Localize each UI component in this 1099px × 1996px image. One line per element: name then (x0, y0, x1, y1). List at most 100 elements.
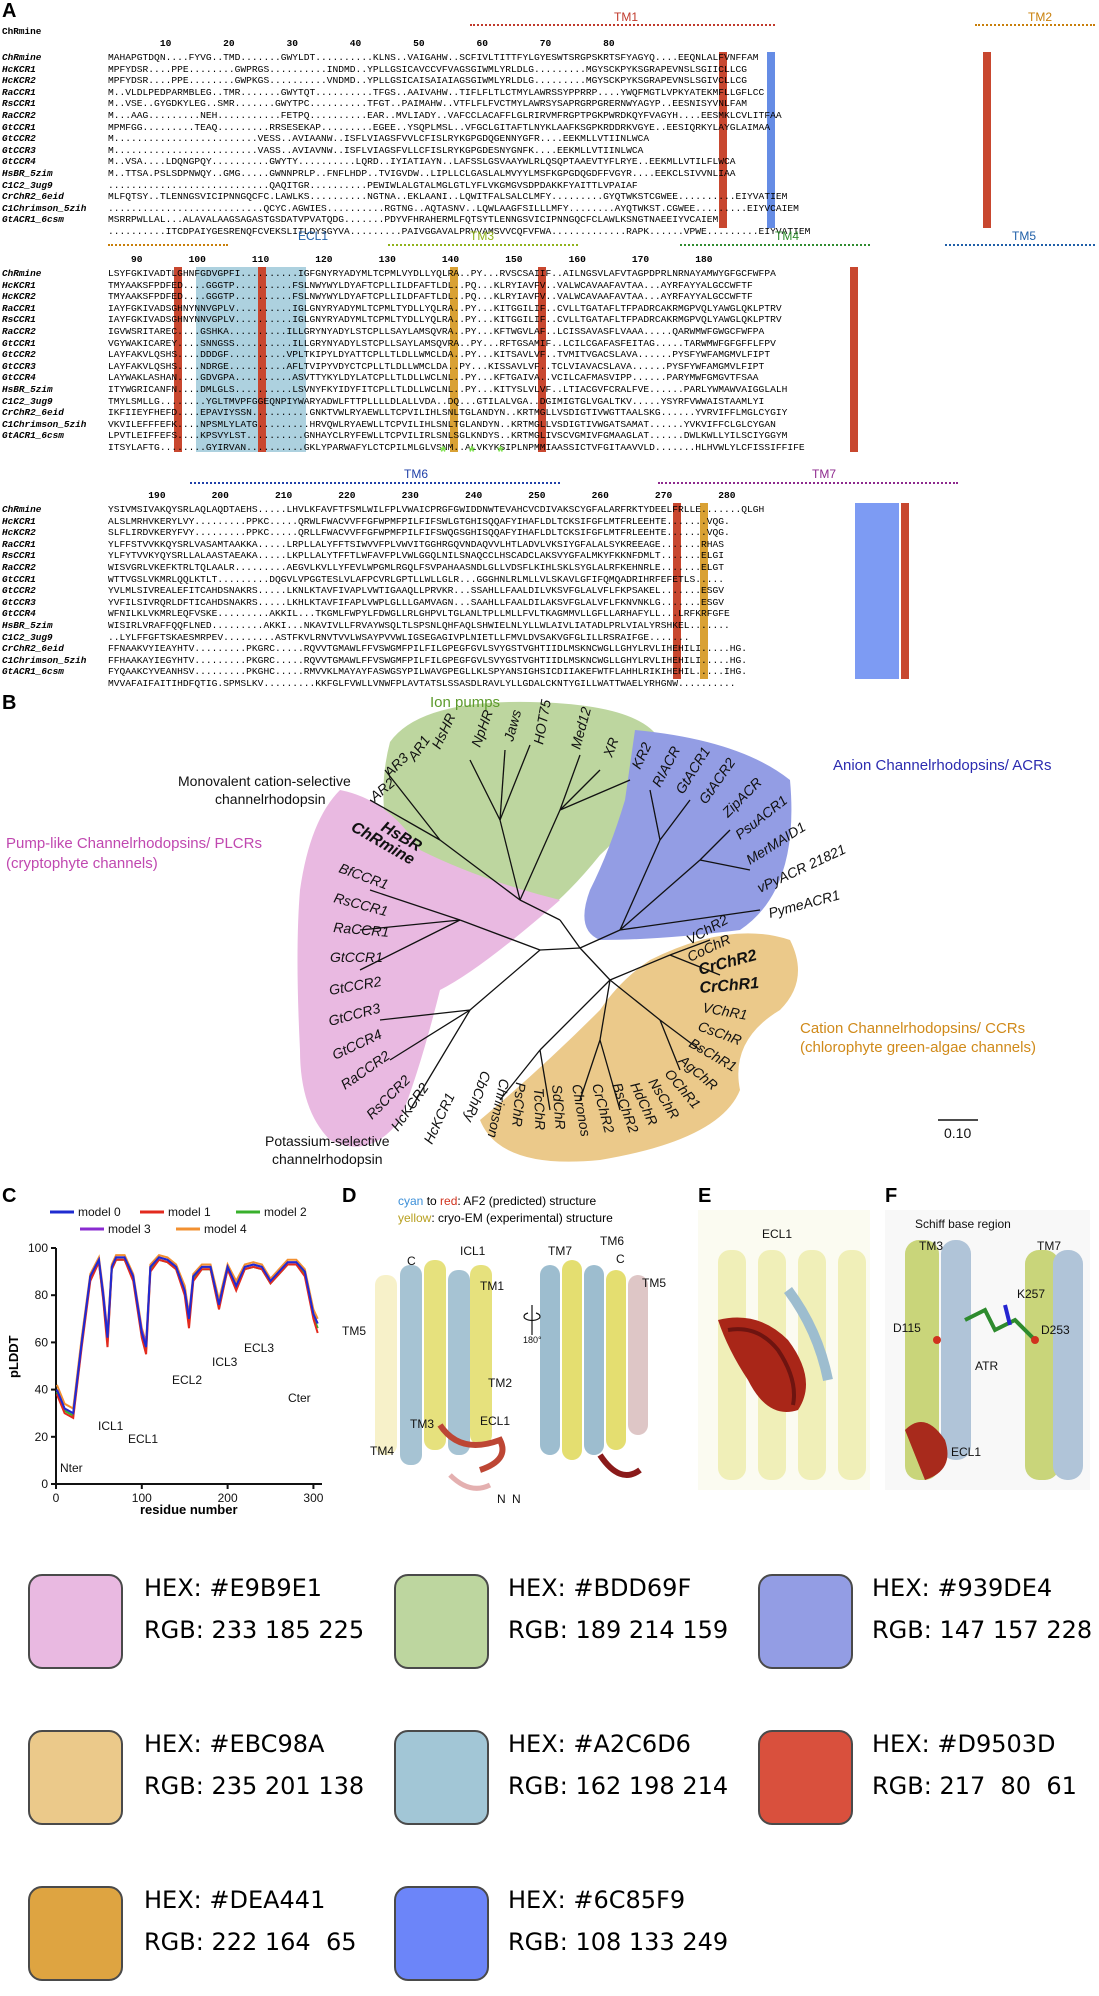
seq-row: M..VSA....LDQNGPQY..........GWYTY.......… (108, 156, 736, 168)
seq-row: TMYAAKSFPDFED....GGGTP..........FSLNWYWY… (108, 291, 753, 303)
seq-row: MLFQTSY..TLENNGSVICIPNNGQCFC.LAWLKS.....… (108, 191, 788, 203)
swatch-7 (28, 1886, 123, 1981)
seq-row: ITYWGRICANFN....DMLGLS..........LSVNYFKY… (108, 383, 788, 395)
hex-value: HEX: #939DE4 (872, 1574, 1053, 1602)
seq-name: GtCCR3 (2, 144, 36, 156)
leaf-label: HOT75 (530, 698, 554, 745)
annotation-monovalent-2: channelrhodopsin (215, 791, 326, 807)
ruler: 90 100 110 120 130 140 150 160 170 180 (108, 254, 713, 265)
panel-label-f: F (885, 1185, 898, 1207)
legend-cryoem: : cryo-EM (experimental) structure (431, 1211, 613, 1225)
seq-row: YSIVMSIVAKQYSRLAQLAQDTAEHS.....LHVLKFAVF… (108, 504, 765, 515)
label-rotate: 180° (523, 1335, 542, 1345)
x-tick-label: 0 (53, 1491, 60, 1505)
leaf-label: RaCCR1 (333, 919, 390, 940)
panel-label-a: A (2, 0, 17, 22)
tm-label: TM7 (812, 467, 836, 481)
label-tm7: TM7 (548, 1244, 572, 1258)
annotation: ECL1 (128, 1432, 158, 1446)
group-label-acrs: Anion Channelrhodopsins/ ACRs (833, 757, 1051, 774)
seq-name: HcKCR2 (2, 527, 36, 539)
x-tick-label: 200 (218, 1491, 238, 1505)
leaf-label: GtCCR1 (330, 949, 383, 965)
seq-name: HsBR_5zim (2, 167, 53, 179)
seq-name: C1C2_3ug9 (2, 179, 53, 191)
legend-label: model 0 (78, 1205, 121, 1219)
label-n-right: N (512, 1492, 521, 1506)
seq-name: C1C2_3ug9 (2, 631, 53, 643)
seq-row: VKVILEFFFEFK....NPSMLYLATG.........HRVQW… (108, 418, 776, 430)
seq-row: M.........................VESS..AVIAANW.… (108, 133, 650, 145)
seq-name: GtCCR1 (2, 337, 36, 349)
seq-row: WISIRLVRAFFQQFLNED.........AKKI...NKAVIV… (108, 619, 730, 631)
legend-label: model 3 (108, 1222, 151, 1236)
seq-name: RaCCR1 (2, 86, 36, 98)
y-tick-label: 20 (35, 1430, 49, 1444)
x-axis-label: residue number (140, 1502, 238, 1517)
seq-name: C1C2_3ug9 (2, 395, 53, 407)
rgb-value: RGB: 147 157 228 (872, 1616, 1093, 1644)
seq-name: RaCCR1 (2, 302, 36, 314)
seq-name: GtACR1_6csm (2, 666, 64, 678)
secondary-structure-track (388, 244, 578, 246)
seq-name: HsBR_5zim (2, 619, 53, 631)
seq-row: IAYFGKIVADSGHNYNNVGPLV..........IGLGNYRY… (108, 302, 782, 314)
seq-name: GtCCR3 (2, 360, 36, 372)
seq-rows: YSIVMSIVAKQYSRLAQLAQDTAEHS.....LHVLKFAVF… (108, 504, 1098, 690)
tm-label: TM1 (614, 10, 638, 24)
secondary-structure-track (680, 244, 870, 246)
label-n-left: N (497, 1492, 506, 1506)
label-tm1: TM1 (480, 1279, 504, 1293)
seq-row: WTTVGSLVKMRLQQLKTLT.........DQGVLVPGGTES… (108, 573, 725, 585)
seq-name: RaCCR2 (2, 109, 36, 121)
annotation: ECL3 (244, 1341, 274, 1355)
rgb-value: RGB: 108 133 249 (508, 1928, 729, 1956)
rgb-value: RGB: 217 80 61 (872, 1772, 1077, 1800)
y-tick-label: 80 (35, 1288, 49, 1302)
seq-name: ChRmine (2, 268, 42, 279)
swatch-3 (758, 1574, 853, 1669)
legend-yellow: yellow (398, 1211, 432, 1225)
seq-name: GtCCR4 (2, 156, 36, 168)
secondary-structure-track (975, 24, 1095, 30)
series-line-model-0 (55, 1256, 319, 1415)
label-atr: ATR (975, 1359, 998, 1373)
hex-value: HEX: #A2C6D6 (508, 1730, 691, 1758)
annotation: Cter (288, 1391, 311, 1405)
seq-row: LAYWAKLASHAN....GDVGPA..........ASVTTYKY… (108, 372, 759, 384)
seq-name: RaCCR1 (2, 538, 36, 550)
label-icl1: ICL1 (460, 1244, 486, 1258)
annotation: ECL2 (172, 1373, 202, 1387)
seq-row: MVVAFAIFAITIHDFQTIG.SPMSLKV.........KKFG… (108, 677, 736, 689)
hex-value: HEX: #6C85F9 (508, 1886, 686, 1914)
ruler: 190 200 210 220 230 240 250 260 270 280 (108, 490, 736, 501)
seq-row: IGVWSRITAREC....GSHKA..........ILLGRYNYA… (108, 325, 765, 337)
ref-name: ChRmine (2, 26, 42, 37)
label-tm7: TM7 (1037, 1239, 1061, 1253)
secondary-structure-track (190, 482, 560, 484)
group-label-plcrs-1: Pump-like Channelrhodopsins/ PLCRs (6, 835, 262, 852)
label-tm4: TM4 (370, 1444, 394, 1458)
seq-row: TMYAAKSFPDFED....GGGTP..........FSLNWYWY… (108, 279, 753, 291)
seq-row: ..LYLFFGFTSKAESMRPEV.........ASTFKVLRNVT… (108, 631, 690, 643)
legend-label: model 1 (168, 1205, 211, 1219)
rgb-value: RGB: 233 185 225 (144, 1616, 365, 1644)
label-tm3: TM3 (919, 1239, 943, 1253)
seq-name: RaCCR2 (2, 325, 36, 337)
group-label-plcrs-2: (cryptophyte channels) (6, 855, 158, 872)
seq-row: MPMFGG.........TEAQ.........RRSESEKAP...… (108, 121, 771, 133)
seq-name: HcKCR1 (2, 279, 36, 291)
plddt-chart: model 0 model 1 model 2 model 3 model 4 … (6, 1205, 324, 1517)
rgb-value: RGB: 235 201 138 (144, 1772, 365, 1800)
seq-name: GtCCR3 (2, 596, 36, 608)
label-ecl1: ECL1 (762, 1227, 792, 1241)
seq-name: GtACR1_6csm (2, 430, 64, 442)
seq-row: LSYFGKIVADTLGHNFGDVGPFI..........IGFGNYR… (108, 268, 776, 279)
label-ecl1: ECL1 (951, 1445, 981, 1459)
leaf-label: SdChR (549, 1084, 569, 1130)
x-tick-label: 100 (132, 1491, 152, 1505)
label-tm6: TM6 (600, 1234, 624, 1248)
seq-name: C1Chrimson_5zih (2, 418, 87, 430)
